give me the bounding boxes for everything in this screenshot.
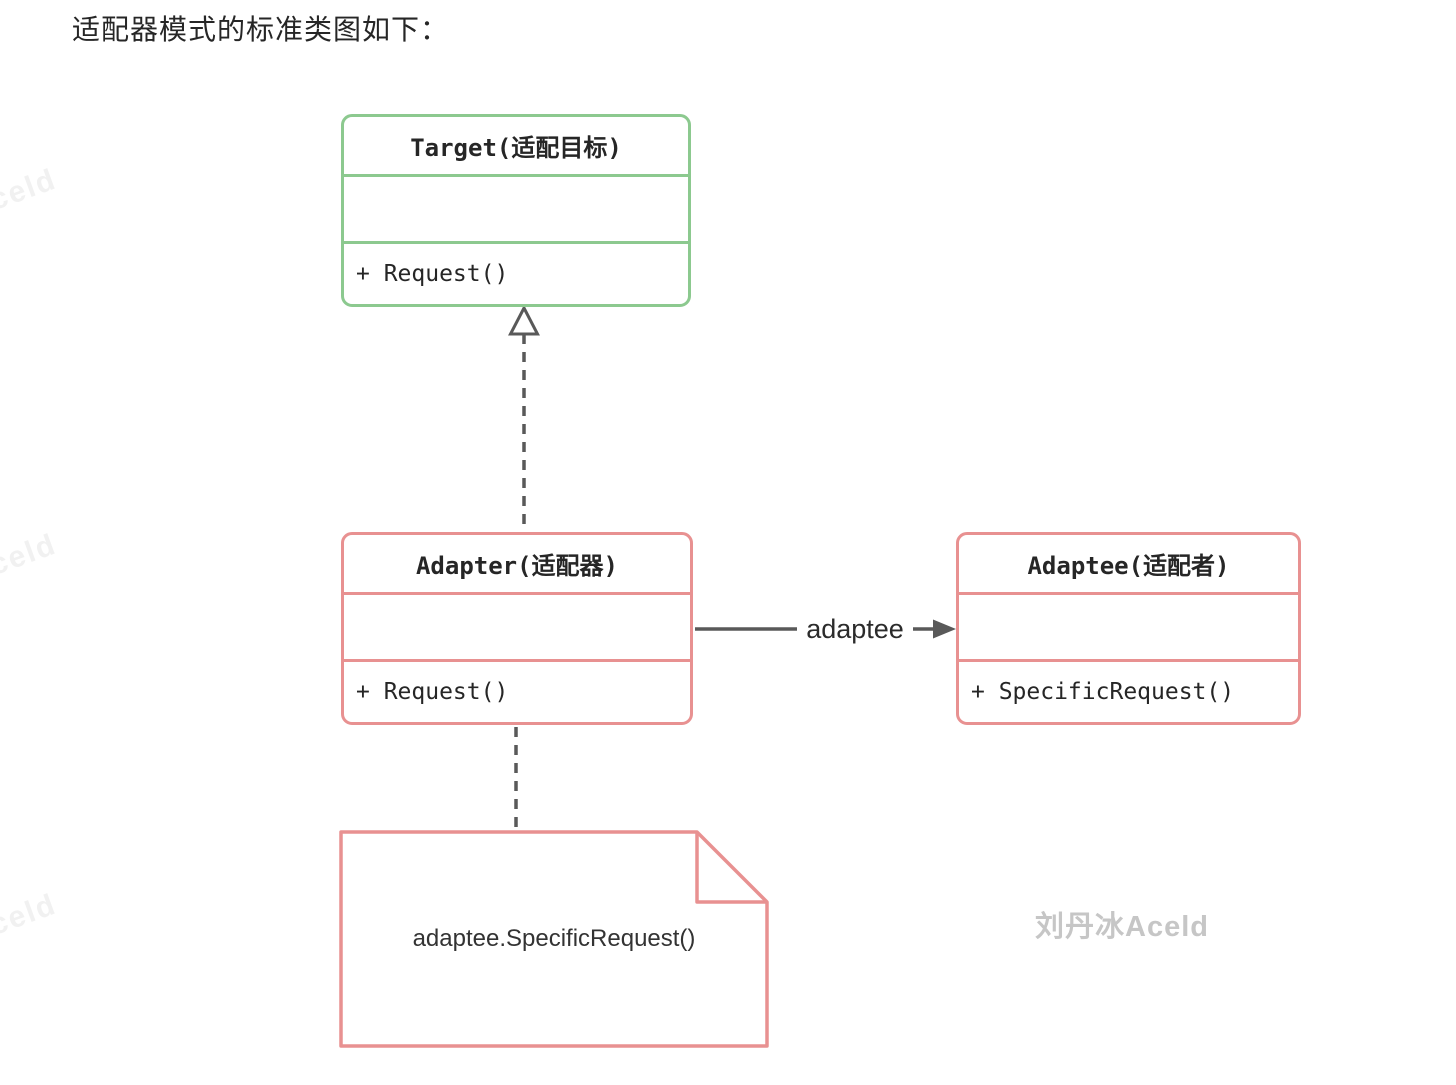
class-adapter: Adapter(适配器) + Request() (341, 532, 693, 725)
note-shape (339, 830, 769, 1048)
hollow-triangle-arrowhead-icon (508, 304, 540, 336)
note-fold-corner-icon (695, 832, 767, 904)
association-label-adaptee: adaptee (797, 611, 913, 647)
class-adapter-method: + Request() (356, 679, 509, 705)
watermark-author: 刘丹冰Aceld (1035, 911, 1209, 943)
class-adaptee-method: + SpecificRequest() (971, 679, 1235, 705)
class-target-method: + Request() (356, 261, 509, 287)
class-target-fields (344, 177, 688, 244)
class-target-title: Target(适配目标) (344, 117, 688, 177)
class-adaptee-fields (959, 595, 1298, 662)
class-adaptee: Adaptee(适配者) + SpecificRequest() (956, 532, 1301, 725)
class-target: Target(适配目标) + Request() (341, 114, 691, 307)
class-adapter-title: Adapter(适配器) (344, 535, 690, 595)
class-adaptee-title: Adaptee(适配者) (959, 535, 1298, 595)
class-adapter-fields (344, 595, 690, 662)
filled-arrowhead-icon (933, 619, 956, 639)
page-title: 适配器模式的标准类图如下： (72, 14, 450, 45)
note-text: adaptee.SpecificRequest() (412, 925, 696, 952)
